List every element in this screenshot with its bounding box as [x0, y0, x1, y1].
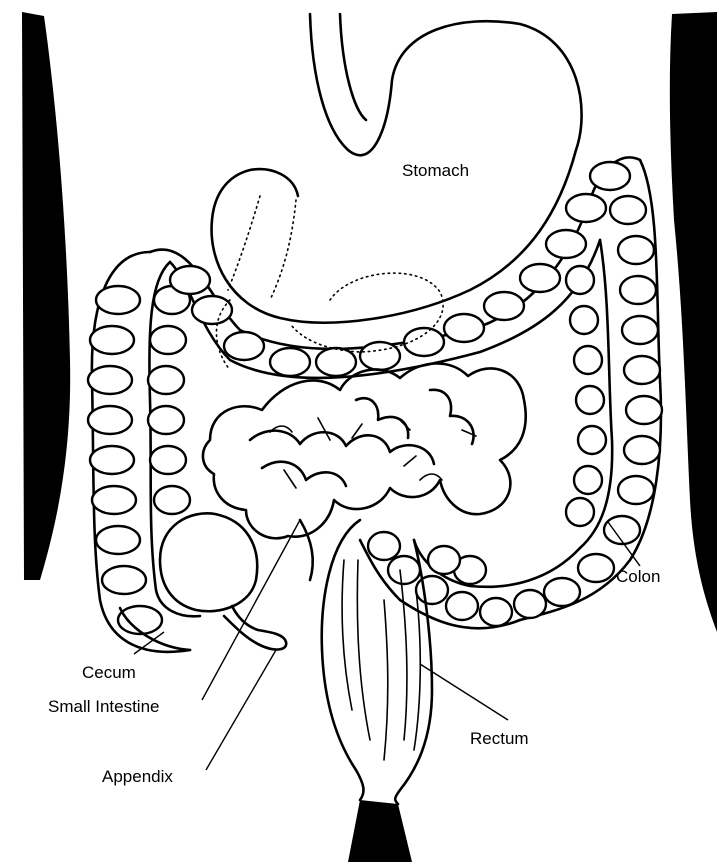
colon-haustra-segment — [546, 230, 586, 258]
colon-haustra-segment — [170, 266, 210, 294]
rectum-label: Rectum — [470, 729, 529, 748]
colon-haustra-segment — [102, 566, 146, 594]
colon-haustra-segment — [446, 592, 478, 620]
colon-haustra-segment — [96, 286, 140, 314]
colon-haustra-segment — [618, 476, 654, 504]
colon-haustra-segment — [368, 532, 400, 560]
colon-haustra-segment — [316, 348, 356, 376]
colon-haustra-segment — [484, 292, 524, 320]
colon-haustra-segment — [416, 576, 448, 604]
colon-haustra-segment — [388, 556, 420, 584]
colon-haustra-segment — [626, 396, 662, 424]
colon-haustra-segment — [620, 276, 656, 304]
left-body-silhouette — [22, 12, 70, 580]
colon-haustra-segment — [570, 306, 598, 334]
colon-haustra-segment — [90, 446, 134, 474]
colon-haustra-segment — [88, 406, 132, 434]
colon-haustra-segment — [576, 386, 604, 414]
colon-haustra-segment — [150, 326, 186, 354]
colon-haustra-segment — [92, 486, 136, 514]
colon-haustra-segment — [480, 598, 512, 626]
stomach — [212, 14, 582, 370]
stomach-label: Stomach — [402, 161, 469, 180]
colon-haustra-segment — [578, 554, 614, 582]
colon-haustra-segment — [590, 162, 630, 190]
colon-haustra-segment — [578, 426, 606, 454]
colon-haustra-segment — [514, 590, 546, 618]
appendix-label: Appendix — [102, 767, 173, 786]
colon-haustra-segment — [566, 266, 594, 294]
right-body-silhouette — [670, 12, 717, 632]
anal-canal — [348, 800, 412, 862]
colon-haustra-segment — [404, 328, 444, 356]
appendix-leader — [206, 650, 276, 770]
colon-haustra-segment — [150, 446, 186, 474]
colon-haustra-segment — [544, 578, 580, 606]
colon-haustra-segment — [622, 316, 658, 344]
colon-haustra-segment — [88, 366, 132, 394]
colon-haustra-segment — [610, 196, 646, 224]
colon-haustra-segment — [90, 326, 134, 354]
colon-haustra-segment — [96, 526, 140, 554]
colon-haustra-segment — [618, 236, 654, 264]
colon-haustra-segment — [624, 436, 660, 464]
colon-haustra-segment — [148, 366, 184, 394]
colon-haustra-segment — [270, 348, 310, 376]
small-intestine-label: Small Intestine — [48, 697, 160, 716]
colon-haustra-segment — [192, 296, 232, 324]
colon-haustra-segment — [118, 606, 162, 634]
colon-haustra-segment — [224, 332, 264, 360]
colon-haustra-segment — [154, 486, 190, 514]
colon-haustra-segment — [566, 194, 606, 222]
cecum-label: Cecum — [82, 663, 136, 682]
colon-haustra-segment — [574, 346, 602, 374]
colon-haustra-segment — [428, 546, 460, 574]
colon-haustra-segment — [520, 264, 560, 292]
colon-haustra-segment — [604, 516, 640, 544]
colon-haustra-segment — [148, 406, 184, 434]
colon-haustra-segment — [444, 314, 484, 342]
colon-haustra-segment — [566, 498, 594, 526]
colon-haustra-segment — [624, 356, 660, 384]
colon-haustra-segment — [574, 466, 602, 494]
colon-label: Colon — [616, 567, 660, 586]
colon-haustra-segment — [360, 342, 400, 370]
